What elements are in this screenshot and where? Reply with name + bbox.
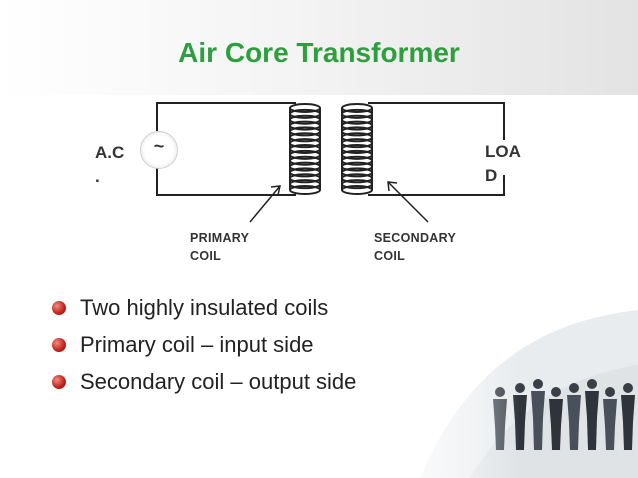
title-band: [0, 0, 638, 95]
bullet-list: Two highly insulated coils Primary coil …: [52, 289, 356, 400]
secondary-coil-label-line2: COIL: [374, 249, 406, 263]
person-head-icon: [587, 379, 597, 389]
primary-circuit: [156, 102, 296, 196]
bullet-text: Secondary coil – output side: [80, 368, 357, 394]
secondary-coil: [341, 103, 373, 195]
ac-source-symbol: ~: [153, 136, 165, 156]
ac-source-label-line2: .: [95, 167, 100, 186]
load-label-line1: LOA: [485, 142, 521, 161]
person-head-icon: [605, 387, 615, 397]
secondary-arrow-line: [387, 181, 429, 223]
person-body-icon: [621, 395, 635, 450]
bullet-dot-icon: [52, 374, 66, 389]
person-body-icon: [585, 391, 599, 450]
bullet-dot-icon: [52, 337, 66, 352]
primary-wire-top: [156, 102, 296, 131]
person-head-icon: [569, 383, 579, 393]
secondary-coil-label-line1: SECONDARY: [374, 231, 457, 245]
person-body-icon: [531, 391, 545, 450]
bullet-item: Two highly insulated coils: [52, 289, 356, 326]
primary-wire-bottom: [156, 167, 296, 196]
secondary-wire-bottom: [368, 175, 505, 196]
secondary-coil-label: SECONDARY COIL: [374, 229, 456, 265]
person-body-icon: [567, 395, 581, 450]
secondary-circuit: [368, 102, 505, 196]
primary-coil-label: PRIMARY COIL: [190, 229, 249, 265]
bullet-text: Two highly insulated coils: [80, 294, 329, 320]
load-label-line2: D: [485, 166, 498, 185]
load-label: LOA D: [485, 140, 521, 188]
bullet-item: Secondary coil – output side: [52, 363, 356, 400]
secondary-arrow-head: [387, 181, 398, 192]
ac-source-label-line1: A.C: [95, 143, 125, 162]
primary-arrow-line: [249, 185, 281, 223]
ac-source-label: A.C .: [95, 141, 124, 189]
bullet-dot-icon: [52, 300, 66, 315]
primary-coil-label-line1: PRIMARY: [190, 231, 250, 245]
secondary-wire-top: [368, 102, 505, 140]
person-head-icon: [533, 379, 543, 389]
bullet-item: Primary coil – input side: [52, 326, 356, 363]
ac-source-icon: ~: [140, 131, 178, 169]
person-body-icon: [603, 399, 617, 450]
primary-coil-label-line2: COIL: [190, 249, 222, 263]
decorative-people-image: [380, 300, 638, 478]
slide-title: Air Core Transformer: [178, 37, 460, 68]
primary-coil: [289, 103, 321, 195]
person-head-icon: [551, 387, 561, 397]
person-head-icon: [623, 383, 633, 393]
person-body-icon: [549, 399, 563, 450]
primary-arrow-head: [270, 185, 281, 196]
bullet-text: Primary coil – input side: [80, 331, 314, 357]
